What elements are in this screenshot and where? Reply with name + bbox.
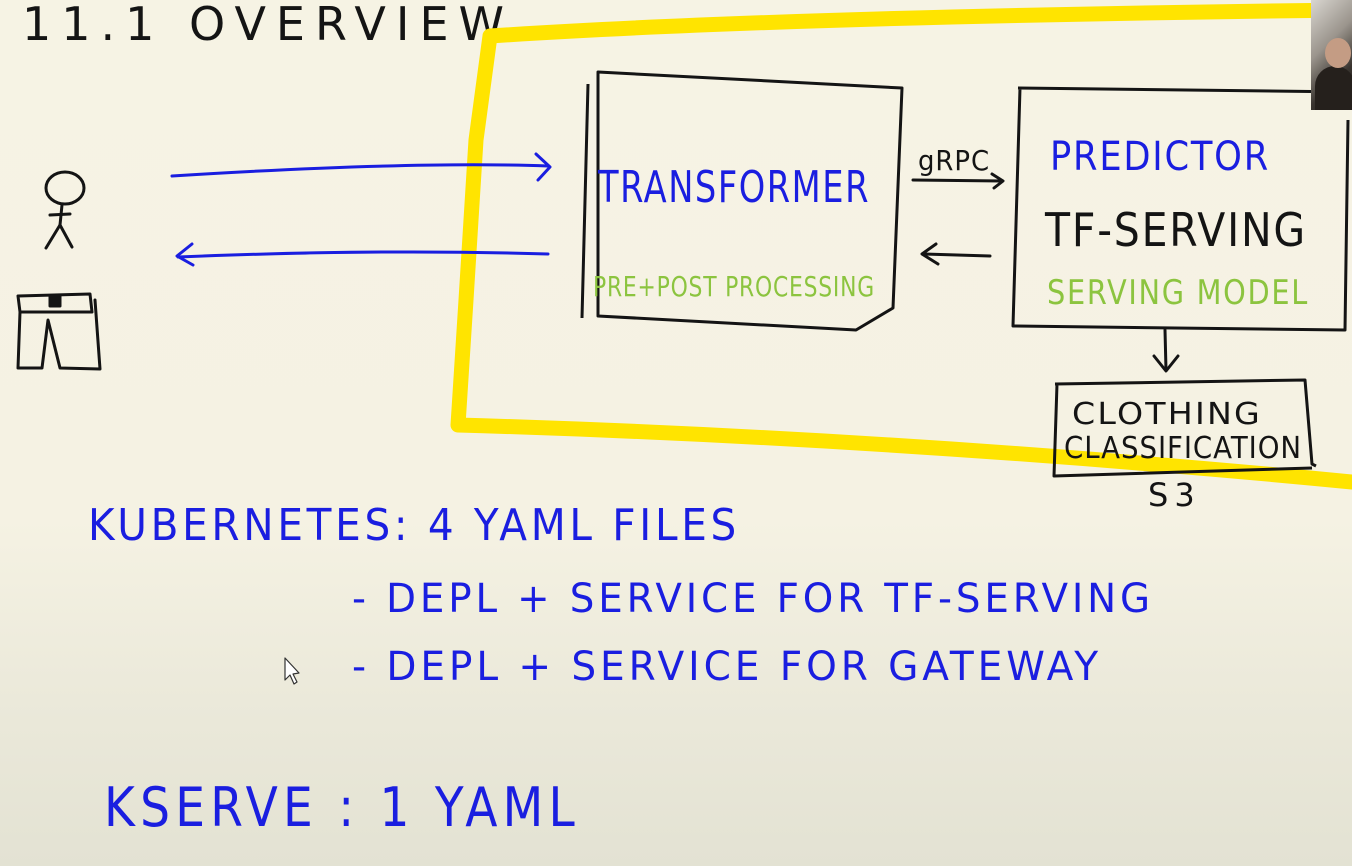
kserve-note: KSERVE : 1 YAML: [104, 776, 580, 839]
model-load-arrow: [1152, 328, 1180, 373]
transformer-subtitle: PRE+POST PROCESSING: [593, 270, 875, 303]
webcam-thumbnail: [1311, 0, 1352, 110]
predictor-box: [1011, 86, 1352, 332]
storage-box: [1052, 378, 1317, 478]
kubernetes-item-2: - DEPL + SERVICE FOR GATEWAY: [352, 644, 1102, 690]
predictor-title: PREDICTOR: [1050, 134, 1270, 180]
grpc-request-arrow: [911, 172, 1005, 190]
mouse-cursor-icon: [284, 657, 300, 685]
predictor-subtitle: TF-SERVING: [1044, 203, 1307, 257]
transformer-title: TRANSFORMER: [597, 162, 870, 213]
storage-caption: S3: [1148, 476, 1201, 514]
stick-figure-icon: [44, 170, 86, 250]
kubernetes-note: KUBERNETES: 4 YAML FILES: [88, 500, 740, 551]
storage-line2: CLASSIFICATION: [1064, 431, 1302, 466]
predictor-caption: SERVING MODEL: [1047, 273, 1309, 313]
grpc-response-arrow: [920, 242, 992, 266]
highlighter-boundary: [450, 2, 1352, 490]
presenter-head: [1325, 38, 1351, 68]
kubernetes-item-1: - DEPL + SERVICE FOR TF-SERVING: [352, 576, 1154, 622]
transformer-box: [580, 70, 904, 332]
response-arrow: [175, 242, 550, 267]
request-arrow: [170, 152, 552, 182]
presenter-body: [1315, 66, 1352, 110]
grpc-label: gRPC: [918, 144, 990, 177]
page-title: 11.1 OVERVIEW: [22, 0, 514, 51]
shirt-icon: [16, 292, 102, 371]
storage-line1: CLOTHING: [1072, 397, 1262, 432]
